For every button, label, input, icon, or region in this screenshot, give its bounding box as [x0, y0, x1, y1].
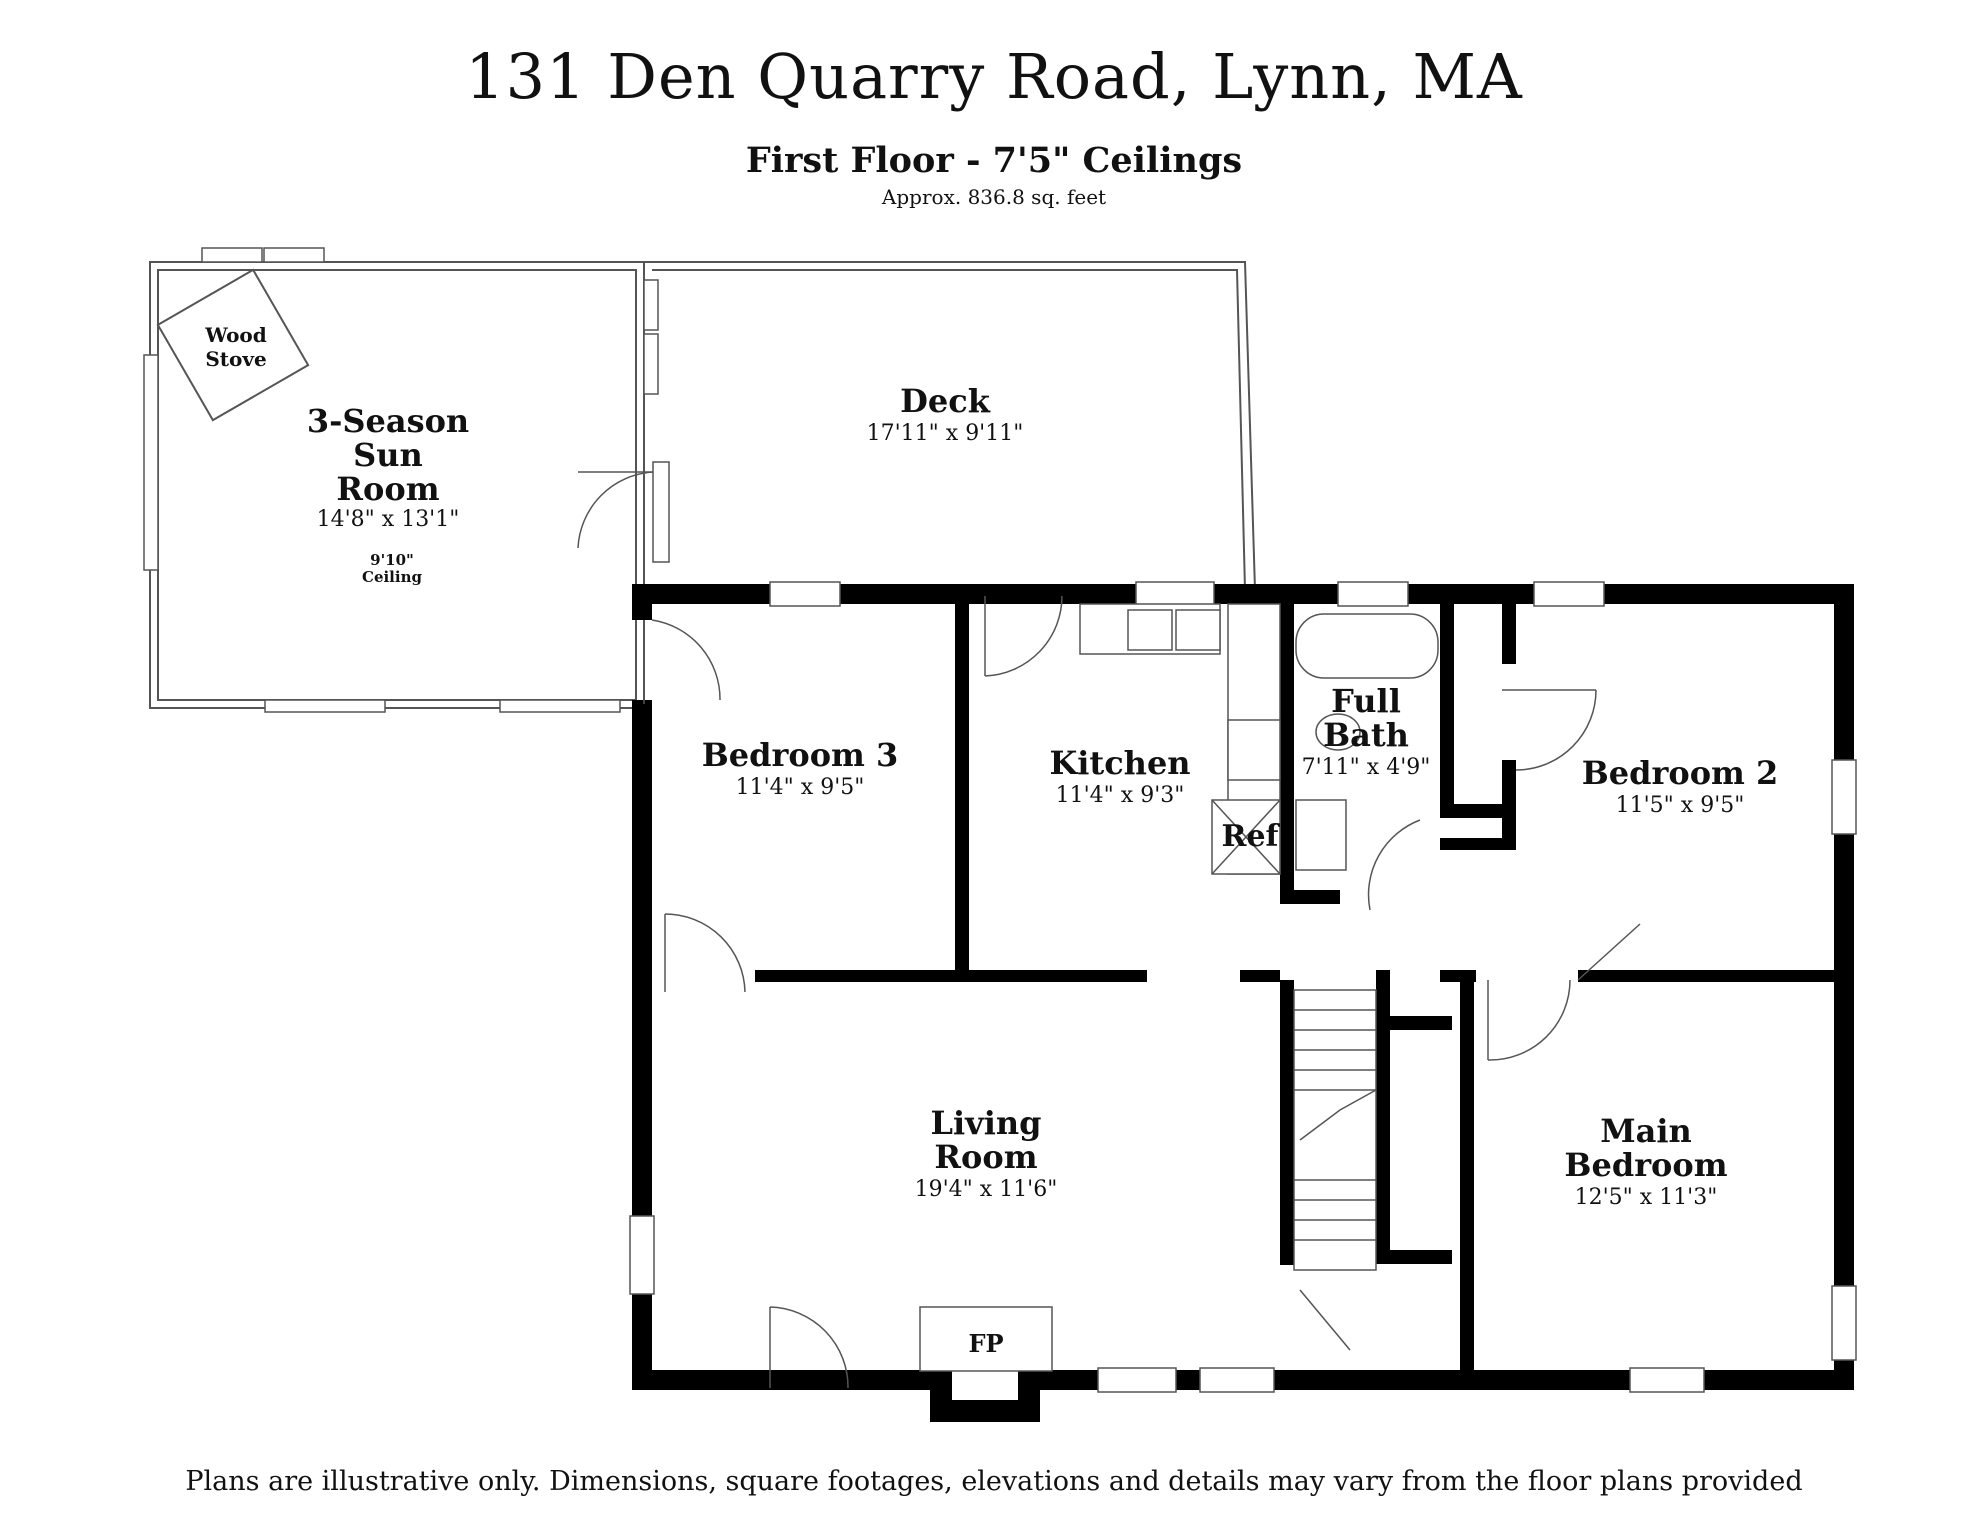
mainbedroom-name-2: Bedroom — [1564, 1146, 1727, 1184]
deck-outline — [644, 261, 1256, 591]
woodstove-label-1: Wood — [204, 323, 267, 347]
floor-subtitle: First Floor - 7'5" Ceilings — [745, 140, 1243, 181]
bedroom3-name: Bedroom 3 — [702, 736, 899, 774]
sunroom-ceiling-2: Ceiling — [362, 568, 422, 586]
sunroom-name-3: Room — [336, 470, 439, 508]
sunroom-name-2: Sun — [353, 436, 423, 474]
plan-title: 131 Den Quarry Road, Lynn, MA — [465, 40, 1523, 113]
livingroom-name-2: Room — [934, 1138, 1037, 1176]
mainbedroom-name-1: Main — [1600, 1112, 1692, 1150]
interior-walls — [755, 604, 1834, 1390]
fullbath-dims: 7'11" x 4'9" — [1302, 755, 1431, 780]
door-swings — [643, 595, 1641, 1389]
livingroom-dims: 19'4" x 11'6" — [915, 1177, 1058, 1202]
sunroom-name-1: 3-Season — [307, 402, 469, 440]
fullbath-name-1: Full — [1331, 682, 1401, 720]
deck-name: Deck — [900, 382, 991, 420]
kitchen-dims: 11'4" x 9'3" — [1056, 783, 1185, 808]
bath-fixtures — [1295, 613, 1439, 871]
ref-label: Ref — [1222, 819, 1281, 854]
sunroom-windows — [143, 247, 659, 713]
deck-dims: 17'11" x 9'11" — [867, 421, 1024, 446]
fireplace — [919, 1306, 1053, 1422]
fireplace-label: FP — [968, 1329, 1003, 1358]
bedroom2-name: Bedroom 2 — [1582, 754, 1779, 792]
fullbath-name-2: Bath — [1323, 716, 1409, 754]
sunroom-ceiling-1: 9'10" — [370, 551, 414, 569]
house-windows — [629, 581, 1857, 1393]
bedroom3-dims: 11'4" x 9'5" — [736, 775, 865, 800]
disclaimer: Plans are illustrative only. Dimensions,… — [185, 1466, 1803, 1497]
bedroom2-dims: 11'5" x 9'5" — [1616, 793, 1745, 818]
stairs — [1293, 989, 1377, 1271]
mainbedroom-dims: 12'5" x 11'3" — [1575, 1185, 1718, 1210]
woodstove-label-2: Stove — [205, 347, 266, 371]
floor-area: Approx. 836.8 sq. feet — [881, 185, 1107, 209]
wood-stove — [156, 268, 310, 422]
kitchen-fixtures — [1079, 603, 1281, 875]
livingroom-name-1: Living — [930, 1104, 1041, 1142]
sunroom-door[interactable] — [577, 461, 670, 563]
kitchen-name: Kitchen — [1049, 744, 1190, 782]
sunroom-dims: 14'8" x 13'1" — [317, 507, 460, 532]
